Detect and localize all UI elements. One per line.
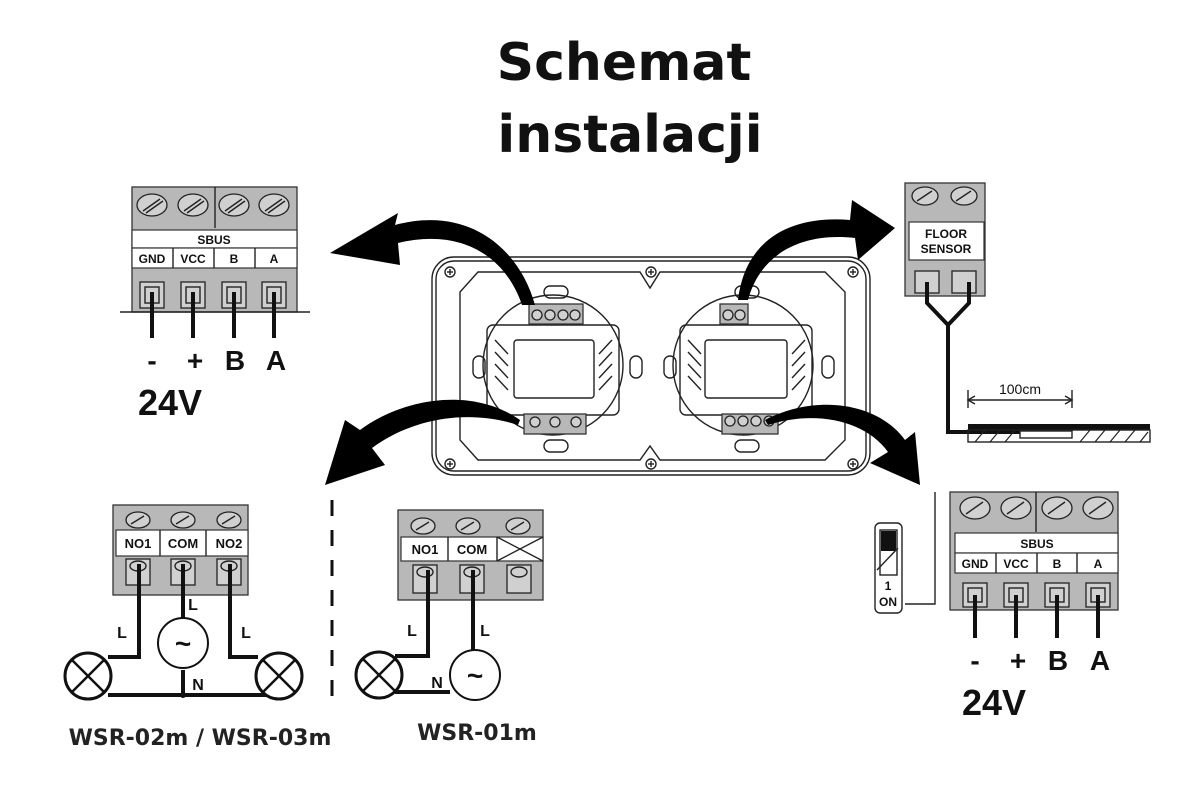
sbus-right-header: SBUS (1020, 537, 1053, 551)
title-line-2: instalacji (497, 105, 762, 165)
relay-single-terminal-com: COM (457, 542, 487, 557)
lamp-icon (63, 651, 113, 701)
relay-double-model: WSR-02m / WSR-03m (69, 726, 332, 751)
ac-source-icon: ~ (157, 617, 209, 669)
sbus-right-terminal-gnd: GND (962, 557, 989, 571)
sbus-right-wire-plus: + (1010, 645, 1026, 676)
relay-single-model: WSR-01m (417, 721, 537, 746)
sbus-left-wire-b: B (225, 345, 245, 376)
screw-row (136, 193, 290, 217)
floor-sensor-distance: 100cm (999, 381, 1041, 397)
sbus-right-wire-minus: - (970, 645, 979, 676)
arrow-to-sbus-left (330, 213, 535, 305)
sbus-terminal-left: SBUS GND VCC B A - + B A 24V (120, 186, 310, 423)
sbus-left-wire-plus: + (187, 345, 203, 376)
relay-double-neutral-label: N (192, 677, 204, 694)
lamp-icon (354, 650, 404, 700)
sbus-left-terminal-b: B (230, 252, 239, 266)
svg-text:~: ~ (467, 660, 483, 691)
relay-single-wire-center-label: L (480, 623, 490, 640)
sbus-right-terminal-a: A (1094, 557, 1103, 571)
sbus-left-terminal-vcc: VCC (180, 252, 206, 266)
relay-single-wire-left-label: L (407, 623, 417, 640)
sbus-right-wire-b: B (1048, 645, 1068, 676)
relay-single-terminal-no1: NO1 (412, 542, 439, 557)
sbus-right-voltage: 24V (962, 682, 1026, 723)
sbus-right-terminal-b: B (1053, 557, 1062, 571)
thermostat-mounting-frame (431, 256, 871, 476)
sbus-terminal-right: SBUS GND VCC B A - + B A 24V 1 ON (874, 491, 1119, 723)
sbus-left-terminal-a: A (270, 252, 279, 266)
sbus-right-wire-a: A (1090, 645, 1110, 676)
floor-sensor-terminal: FLOOR SENSOR 100cm (904, 182, 1151, 443)
relay-double-wire-left-label: L (117, 625, 127, 642)
dip-switch-number: 1 (885, 579, 892, 593)
arrow-to-floor-sensor (738, 200, 895, 300)
relay-double-terminal-no2: NO2 (216, 536, 243, 551)
floor-sensor-label-line1: FLOOR (925, 227, 967, 241)
floor-sensor-label-line2: SENSOR (921, 242, 972, 256)
relay-double-terminal-no1: NO1 (125, 536, 152, 551)
sbus-left-terminal-gnd: GND (139, 252, 166, 266)
relay-double-terminal-com: COM (168, 536, 198, 551)
arrow-to-relays (325, 399, 520, 485)
sbus-left-wire-minus: - (147, 345, 156, 376)
sbus-left-voltage: 24V (138, 382, 202, 423)
relay-single: NO1 COM ~ L L N WSR-01m (354, 509, 544, 746)
arrow-to-sbus-right (765, 404, 920, 485)
relay-double-wire-right-label: L (241, 625, 251, 642)
right-module (663, 285, 835, 453)
relay-double-wire-center-label: L (188, 597, 198, 614)
sbus-right-terminal-vcc: VCC (1003, 557, 1029, 571)
left-module (472, 285, 643, 453)
title-line-1: Schemat (497, 33, 752, 93)
sbus-left-wire-a: A (266, 345, 286, 376)
lamp-icon (254, 651, 304, 701)
svg-text:~: ~ (175, 628, 191, 659)
sbus-left-header: SBUS (197, 233, 230, 247)
relay-double: NO1 COM NO2 ~ L L L N WSR-02m / WSR-03m (63, 504, 332, 751)
dip-switch-on-label: ON (879, 595, 897, 609)
dip-switch: 1 ON (874, 492, 936, 614)
relay-single-neutral-label: N (431, 675, 443, 692)
ac-source-icon: ~ (449, 649, 501, 701)
